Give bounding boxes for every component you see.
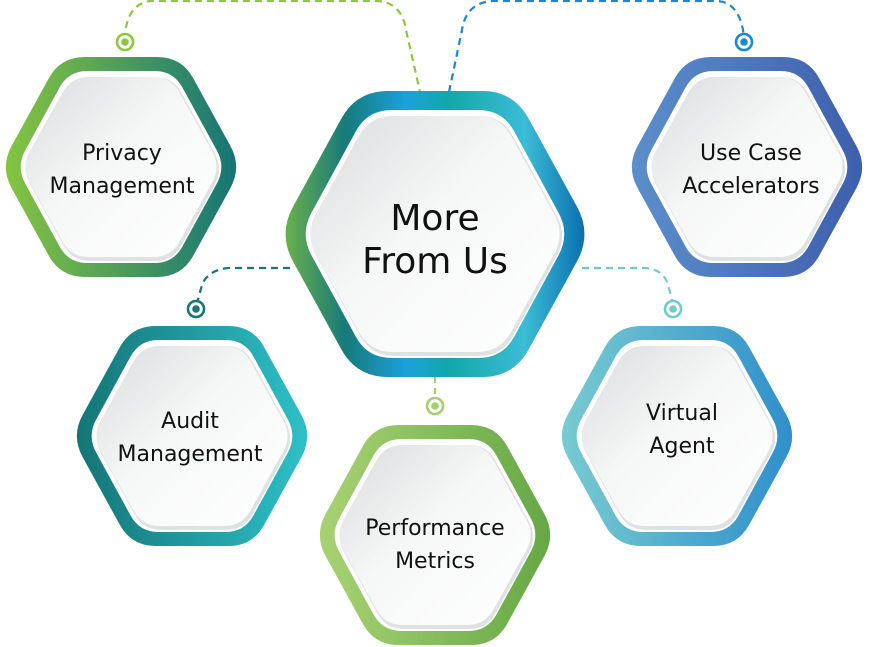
performance-metrics-label: Performance Metrics	[365, 512, 504, 578]
connector-dot-use-case-accelerators	[734, 32, 754, 52]
privacy-management-line-2: Management	[49, 174, 195, 199]
hexagon-center	[285, 91, 585, 377]
audit-management-line-2: Management	[117, 442, 263, 467]
virtual-agent-line-2: Agent	[649, 434, 715, 459]
connector-dot-performance-metrics	[425, 396, 445, 416]
hexagon-performance-metrics	[319, 425, 551, 645]
use-case-accelerators-label: Use Case Accelerators	[682, 137, 819, 203]
connector-dots	[115, 32, 754, 416]
hexagon-center-face	[310, 116, 560, 352]
hexagon-use-case-accelerators-face	[651, 77, 843, 257]
connectors	[123, 0, 746, 401]
connector-dot-audit-management	[186, 299, 206, 319]
center-hexagon-label: More From Us	[362, 197, 508, 283]
hexagon-audit-management-face	[96, 346, 288, 526]
hexagon-privacy-management-face	[25, 77, 217, 257]
use-case-accelerators-line-1: Use Case	[700, 141, 802, 166]
audit-management-line-1: Audit	[161, 409, 219, 434]
hexagon-privacy-management	[5, 57, 237, 277]
connector-use-case-accelerators	[447, 0, 746, 93]
performance-metrics-line-1: Performance	[365, 516, 505, 541]
connector-virtual-agent	[582, 266, 675, 304]
privacy-management-line-1: Privacy	[82, 141, 162, 166]
connector-dot-privacy-management	[115, 32, 135, 52]
virtual-agent-line-1: Virtual	[646, 401, 718, 426]
connector-privacy-management	[123, 0, 422, 93]
use-case-accelerators-line-2: Accelerators	[682, 174, 820, 199]
hexagon-performance-metrics-face	[339, 445, 531, 625]
hexagon-use-case-accelerators	[631, 57, 863, 277]
center-label-line-2: From Us	[362, 241, 508, 282]
connector-dot-virtual-agent	[663, 299, 683, 319]
performance-metrics-line-2: Metrics	[395, 549, 475, 574]
center-label-line-1: More	[390, 198, 480, 239]
hexagon-virtual-agent-face	[581, 346, 773, 526]
hexagon-virtual-agent	[561, 326, 793, 546]
hexagons	[5, 57, 863, 645]
privacy-management-label: Privacy Management	[50, 137, 195, 203]
hexagon-audit-management	[76, 326, 308, 546]
audit-management-label: Audit Management	[118, 405, 263, 471]
connector-audit-management	[195, 266, 290, 304]
virtual-agent-label: Virtual Agent	[646, 397, 718, 463]
